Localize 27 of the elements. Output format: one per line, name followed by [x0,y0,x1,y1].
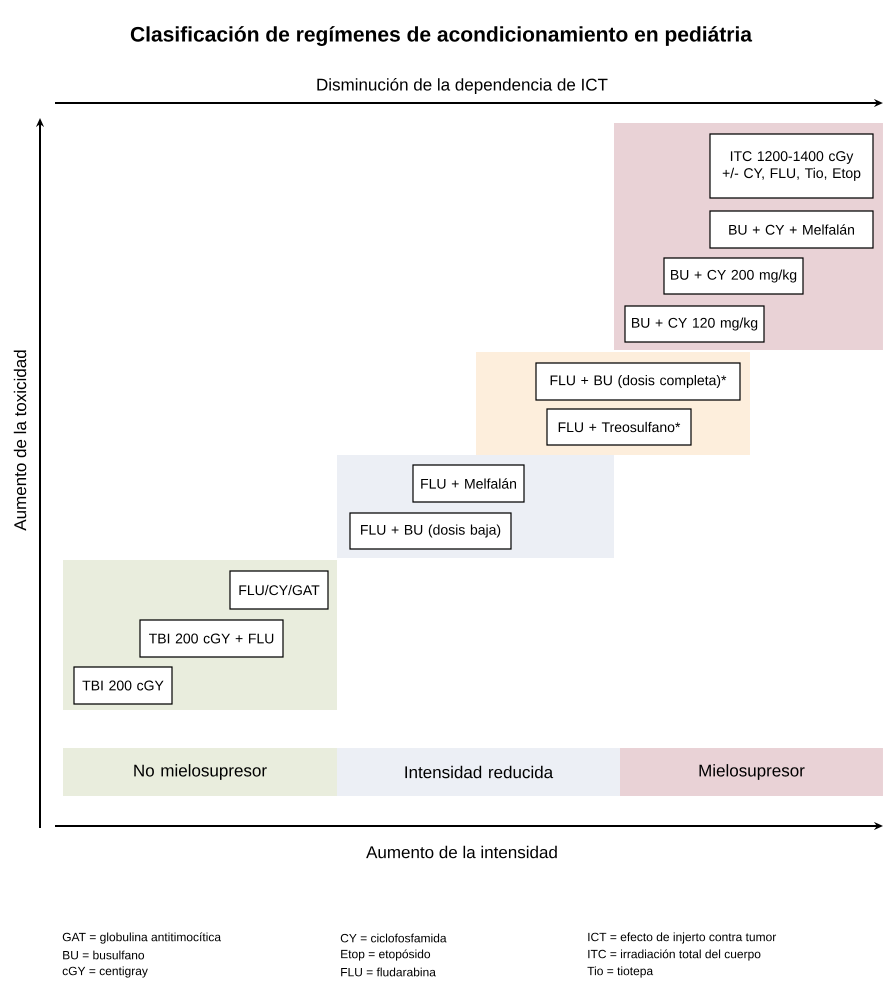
abbreviation: Etop = etopósido [341,949,430,961]
abbreviation: CY = ciclofosfamida [340,934,447,942]
abbreviation: ICT = efecto de injerto contra tumor [588,932,776,944]
regimen-box: TBI 200 cGY [73,666,173,705]
regimen-box: FLU + BU (dosis baja) [349,512,512,550]
axis-label: Disminución de la dependencia de ICT [317,78,608,94]
axis-label: Aumento de la intensidad [366,846,557,858]
abbreviation: GAT = globulina antitimocítica [62,932,222,944]
category-band: No mielosupresor [63,748,337,796]
regimen-box: FLU + Melfalán [412,464,525,503]
abbreviation: ITC = irradiación total del cuerpo [588,949,760,961]
abbreviation: FLU = fludarabina [341,968,436,976]
regimen-box: TBI 200 cGY + FLU [139,619,284,658]
abbreviation: cGY = centigray [62,966,148,978]
regimen-box: BU + CY 200 mg/kg [663,257,804,295]
regimen-box: FLU + Treosulfano* [546,408,692,446]
regimen-box: FLU + BU (dosis completa)* [535,362,741,401]
axis-label: Aumento de la toxicidad [14,350,26,531]
regimen-box: BU + CY 120 mg/kg [624,305,765,343]
category-band: Mielosupresor [620,748,883,796]
abbreviation: Tio = tiotepa [587,966,654,978]
regimen-box: ITC 1200-1400 cGy +/- CY, FLU, Tio, Etop [709,133,874,199]
abbreviation: BU = busulfano [63,950,144,960]
category-band: Intensidad reducida [337,748,620,796]
regimen-box: BU + CY + Melfalán [709,210,874,249]
title: Clasificación de regímenes de acondicionamiento en pediátria [130,26,752,46]
regimen-box: FLU/CY/GAT [229,570,329,610]
